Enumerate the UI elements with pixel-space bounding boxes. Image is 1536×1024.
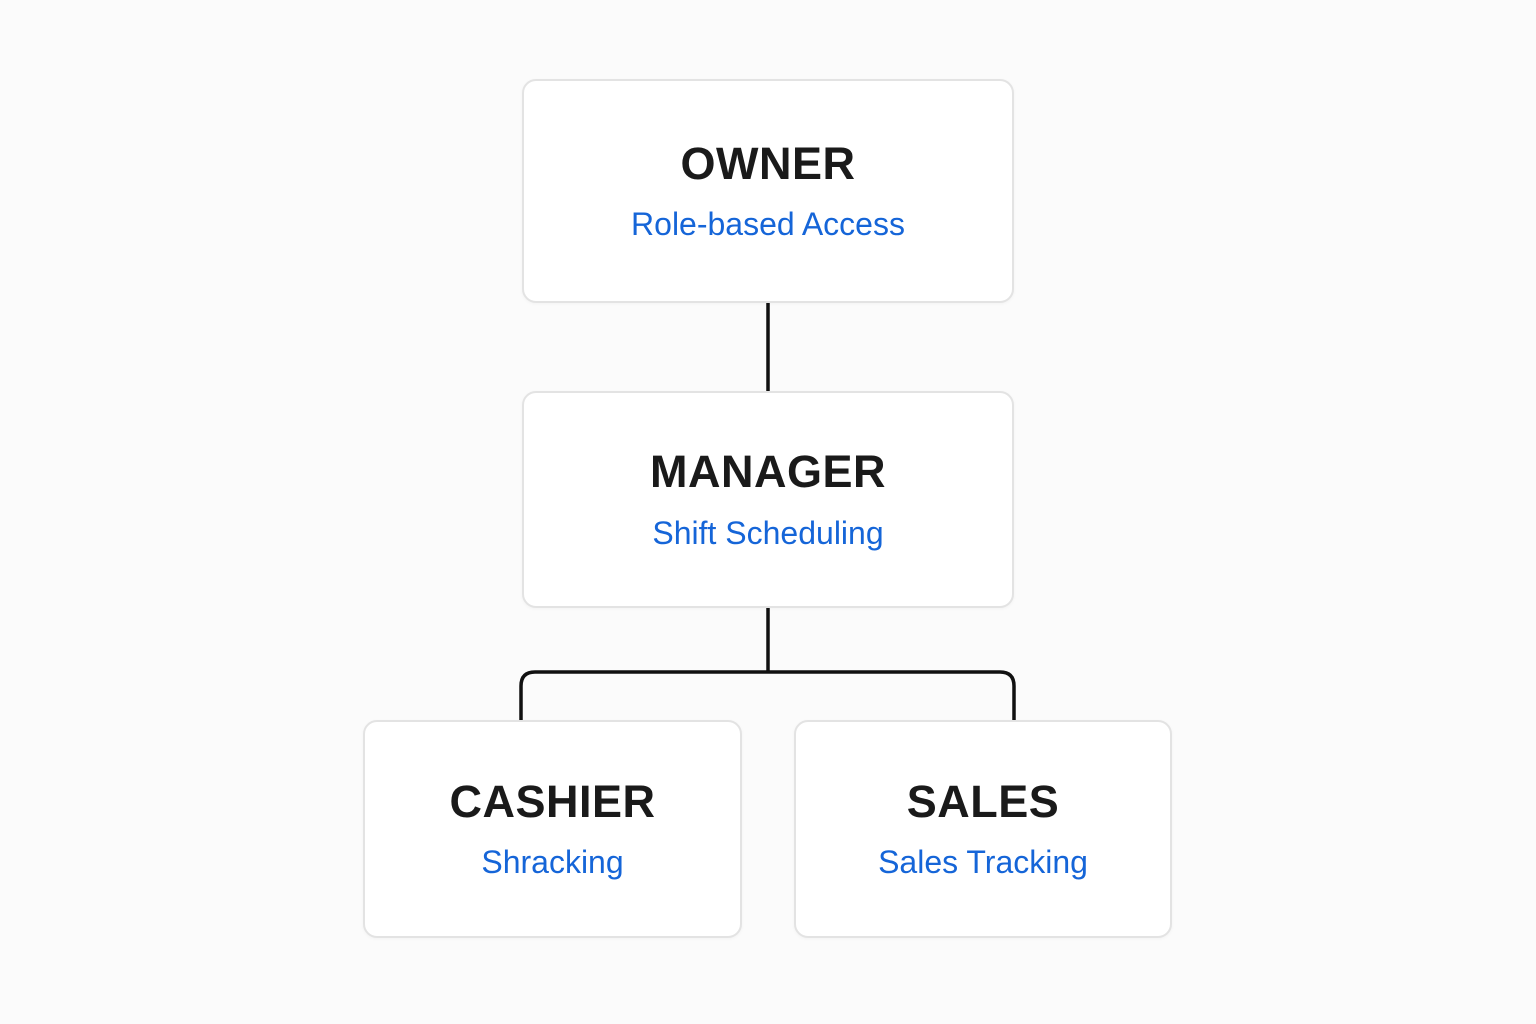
- node-manager-subtitle: Shift Scheduling: [652, 514, 884, 551]
- node-sales[interactable]: SALES Sales Tracking: [794, 720, 1172, 938]
- node-owner-subtitle: Role-based Access: [631, 206, 905, 243]
- node-cashier-subtitle: Shracking: [481, 844, 624, 881]
- node-owner[interactable]: OWNER Role-based Access: [522, 79, 1014, 303]
- node-sales-title: SALES: [906, 775, 1060, 827]
- node-cashier[interactable]: CASHIER Shracking: [363, 720, 742, 938]
- node-sales-subtitle: Sales Tracking: [878, 844, 1088, 881]
- connector-manager-children-bracket: [519, 670, 1016, 720]
- node-manager[interactable]: MANAGER Shift Scheduling: [522, 391, 1014, 608]
- node-manager-title: MANAGER: [650, 446, 886, 498]
- node-owner-title: OWNER: [680, 137, 856, 189]
- node-cashier-title: CASHIER: [449, 775, 656, 827]
